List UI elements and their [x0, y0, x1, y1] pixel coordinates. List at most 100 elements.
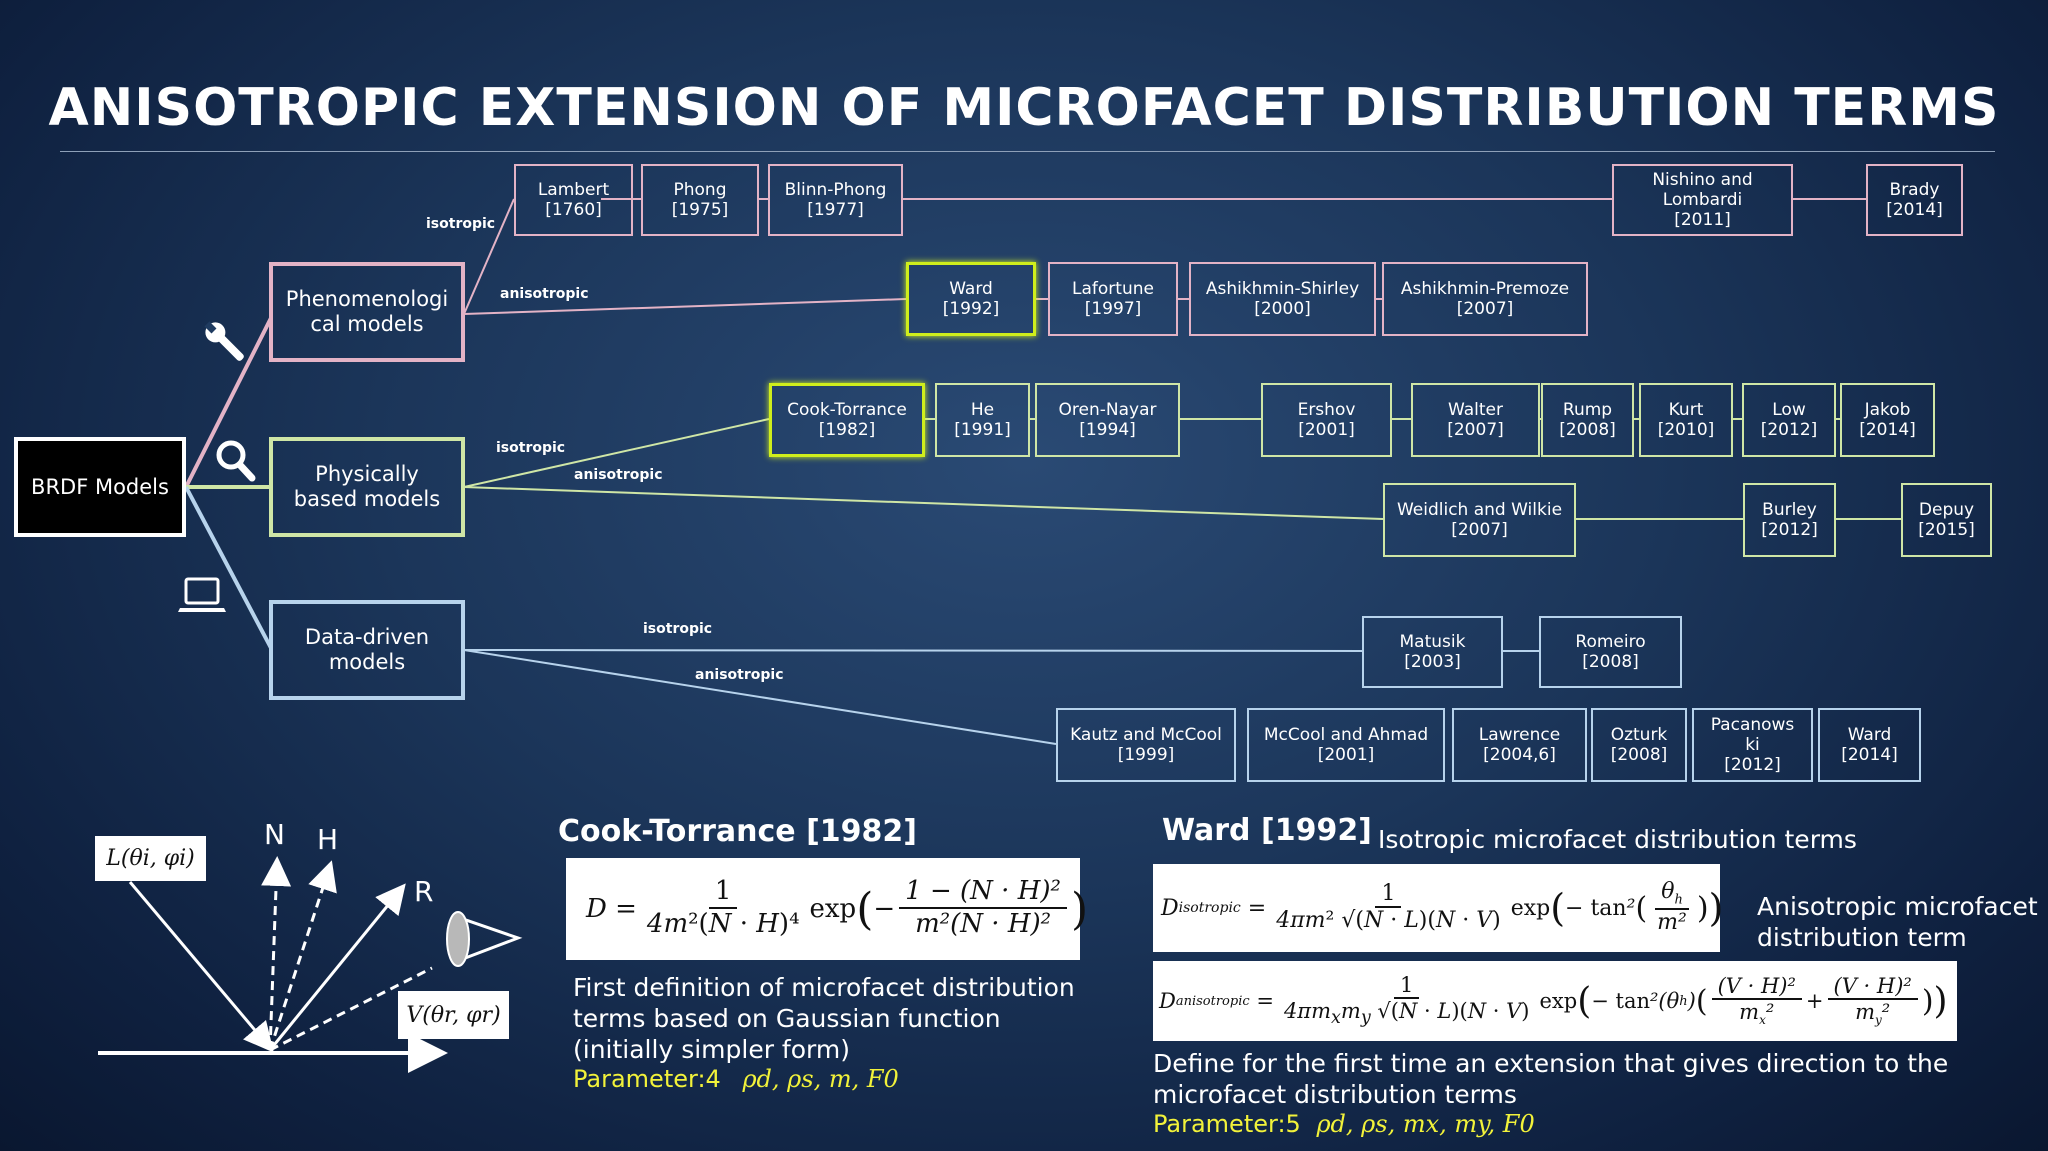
magnifier-icon: [216, 440, 256, 482]
anisotropic-caption: Anisotropic microfacet distribution term: [1757, 891, 2038, 953]
model-year: [2011]: [1674, 210, 1731, 230]
model-name: Ward: [949, 279, 993, 299]
model-name: Weidlich and Wilkie: [1396, 500, 1563, 520]
isotropic-caption: Isotropic microfacet distribution terms: [1378, 825, 1857, 854]
model-year: [2007]: [1456, 299, 1514, 319]
caption-line: Anisotropic microfacet: [1757, 892, 2038, 921]
model-year: [2008]: [1582, 652, 1639, 672]
model-box-oren-nayar: Oren-Nayar [1994]: [1035, 383, 1180, 457]
model-name: ki: [1745, 735, 1760, 755]
model-box-depuy: Depuy [2015]: [1901, 483, 1992, 557]
category-phenomenological: Phenomenologi cal models: [269, 262, 465, 362]
ward-parameters: Parameter:5 ρd, ρs, mx, my, F0: [1153, 1110, 1535, 1138]
model-box-kautz-mccool: Kautz and McCool [1999]: [1056, 708, 1236, 782]
model-year: [1991]: [954, 420, 1011, 440]
model-name: Nishino and Lombardi: [1652, 170, 1753, 210]
model-box-low: Low [2012]: [1742, 383, 1836, 457]
model-year: [2014]: [1841, 745, 1898, 765]
model-name: Ashikhmin-Premoze: [1400, 279, 1570, 299]
model-box-blinn-phong: Blinn-Phong [1977]: [768, 164, 903, 236]
model-year: [1992]: [942, 299, 1000, 319]
model-name: Matusik: [1399, 632, 1466, 652]
model-name: He: [970, 400, 995, 420]
model-year: [1994]: [1079, 420, 1136, 440]
description-line: microfacet distribution terms: [1153, 1080, 1517, 1109]
model-year: [2015]: [1918, 520, 1975, 540]
model-year: [1997]: [1084, 299, 1142, 319]
model-year: [1760]: [545, 200, 602, 220]
model-year: [1982]: [818, 420, 876, 440]
model-name: McCool and Ahmad: [1263, 725, 1429, 745]
model-year: [2003]: [1404, 652, 1461, 672]
model-year: [2012]: [1724, 755, 1781, 775]
model-box-lambert: Lambert [1760]: [514, 164, 633, 236]
model-year: [2008]: [1559, 420, 1616, 440]
title-divider: [60, 151, 1995, 152]
model-name: Ershov: [1297, 400, 1356, 420]
cook-torrance-heading: Cook-Torrance [1982]: [558, 814, 918, 849]
model-box-romeiro: Romeiro [2008]: [1539, 616, 1682, 688]
model-box-mccool-ahmad: McCool and Ahmad [2001]: [1247, 708, 1445, 782]
model-year: [2001]: [1317, 745, 1375, 765]
model-box-ozturk: Ozturk [2008]: [1591, 708, 1687, 782]
model-box-phong: Phong [1975]: [641, 164, 759, 236]
model-box-nishino-lombardi: Nishino and Lombardi [2011]: [1612, 164, 1793, 236]
category-label-line1: Phenomenologi: [285, 287, 449, 311]
ward-heading: Ward [1992]: [1162, 813, 1372, 848]
model-year: [2010]: [1657, 420, 1715, 440]
model-year: [2007]: [1447, 420, 1504, 440]
brdf-models-root: BRDF Models: [14, 437, 186, 537]
edge-label-isotropic: isotropic: [643, 621, 713, 637]
model-name: Oren-Nayar: [1058, 400, 1157, 420]
model-box-lafortune: Lafortune [1997]: [1048, 262, 1178, 336]
model-name: Ward: [1847, 725, 1892, 745]
category-label-line2: cal models: [310, 312, 424, 336]
root-label: BRDF Models: [31, 475, 169, 499]
model-box-rump: Rump [2008]: [1541, 383, 1634, 457]
parameter-count: Parameter:4: [573, 1065, 721, 1093]
category-label-line2: based models: [293, 487, 441, 511]
model-name: Rump: [1562, 400, 1613, 420]
ward-description: Define for the first time an extension t…: [1153, 1048, 1948, 1110]
description-line: First definition of microfacet distribut…: [573, 973, 1075, 1002]
category-data-driven: Data-driven models: [269, 600, 465, 700]
reflection-diagram: [98, 856, 523, 1073]
model-box-burley: Burley [2012]: [1743, 483, 1836, 557]
edge-label-isotropic: isotropic: [426, 216, 496, 232]
model-box-ashikhmin-shirley: Ashikhmin-Shirley [2000]: [1189, 262, 1376, 336]
model-box-matusik: Matusik [2003]: [1362, 616, 1503, 688]
light-direction-label: L(θi, φi): [95, 836, 206, 881]
category-label-line1: Data-driven: [304, 625, 430, 649]
normal-label: N: [264, 818, 285, 851]
model-box-ashikhmin-premoze: Ashikhmin-Premoze [2007]: [1382, 262, 1588, 336]
model-name: Low: [1772, 400, 1806, 420]
model-box-kurt: Kurt [2010]: [1639, 383, 1733, 457]
caption-line: distribution term: [1757, 923, 1967, 952]
parameter-symbols: ρd, ρs, mx, my, F0: [1316, 1110, 1535, 1138]
model-name: Lawrence: [1478, 725, 1561, 745]
model-box-ward-1992: Ward [1992]: [906, 262, 1036, 336]
model-name: Kurt: [1668, 400, 1704, 420]
model-year: [2000]: [1254, 299, 1311, 319]
edge-label-isotropic: isotropic: [496, 440, 566, 456]
description-line: terms based on Gaussian function: [573, 1004, 1001, 1033]
parameter-count: Parameter:5: [1153, 1110, 1301, 1138]
page-title: ANISOTROPIC EXTENSION OF MICROFACET DIST…: [48, 78, 2000, 138]
view-direction-label: V(θr, φr): [398, 991, 509, 1039]
model-name: Lambert: [537, 180, 610, 200]
halfway-label: H: [317, 823, 339, 856]
model-name: Jakob: [1864, 400, 1911, 420]
model-name: Burley: [1762, 500, 1817, 520]
model-name: Phong: [673, 180, 727, 200]
model-year: [2004,6]: [1483, 745, 1556, 765]
model-year: [2008]: [1610, 745, 1668, 765]
laptop-icon: [178, 577, 226, 612]
model-box-weidlich-wilkie: Weidlich and Wilkie [2007]: [1383, 483, 1576, 557]
category-physically-based: Physically based models: [269, 437, 465, 537]
model-name: Romeiro: [1575, 632, 1646, 652]
model-name: Brady: [1889, 180, 1940, 200]
model-box-ershov: Ershov [2001]: [1261, 383, 1392, 457]
model-box-lawrence: Lawrence [2004,6]: [1452, 708, 1587, 782]
